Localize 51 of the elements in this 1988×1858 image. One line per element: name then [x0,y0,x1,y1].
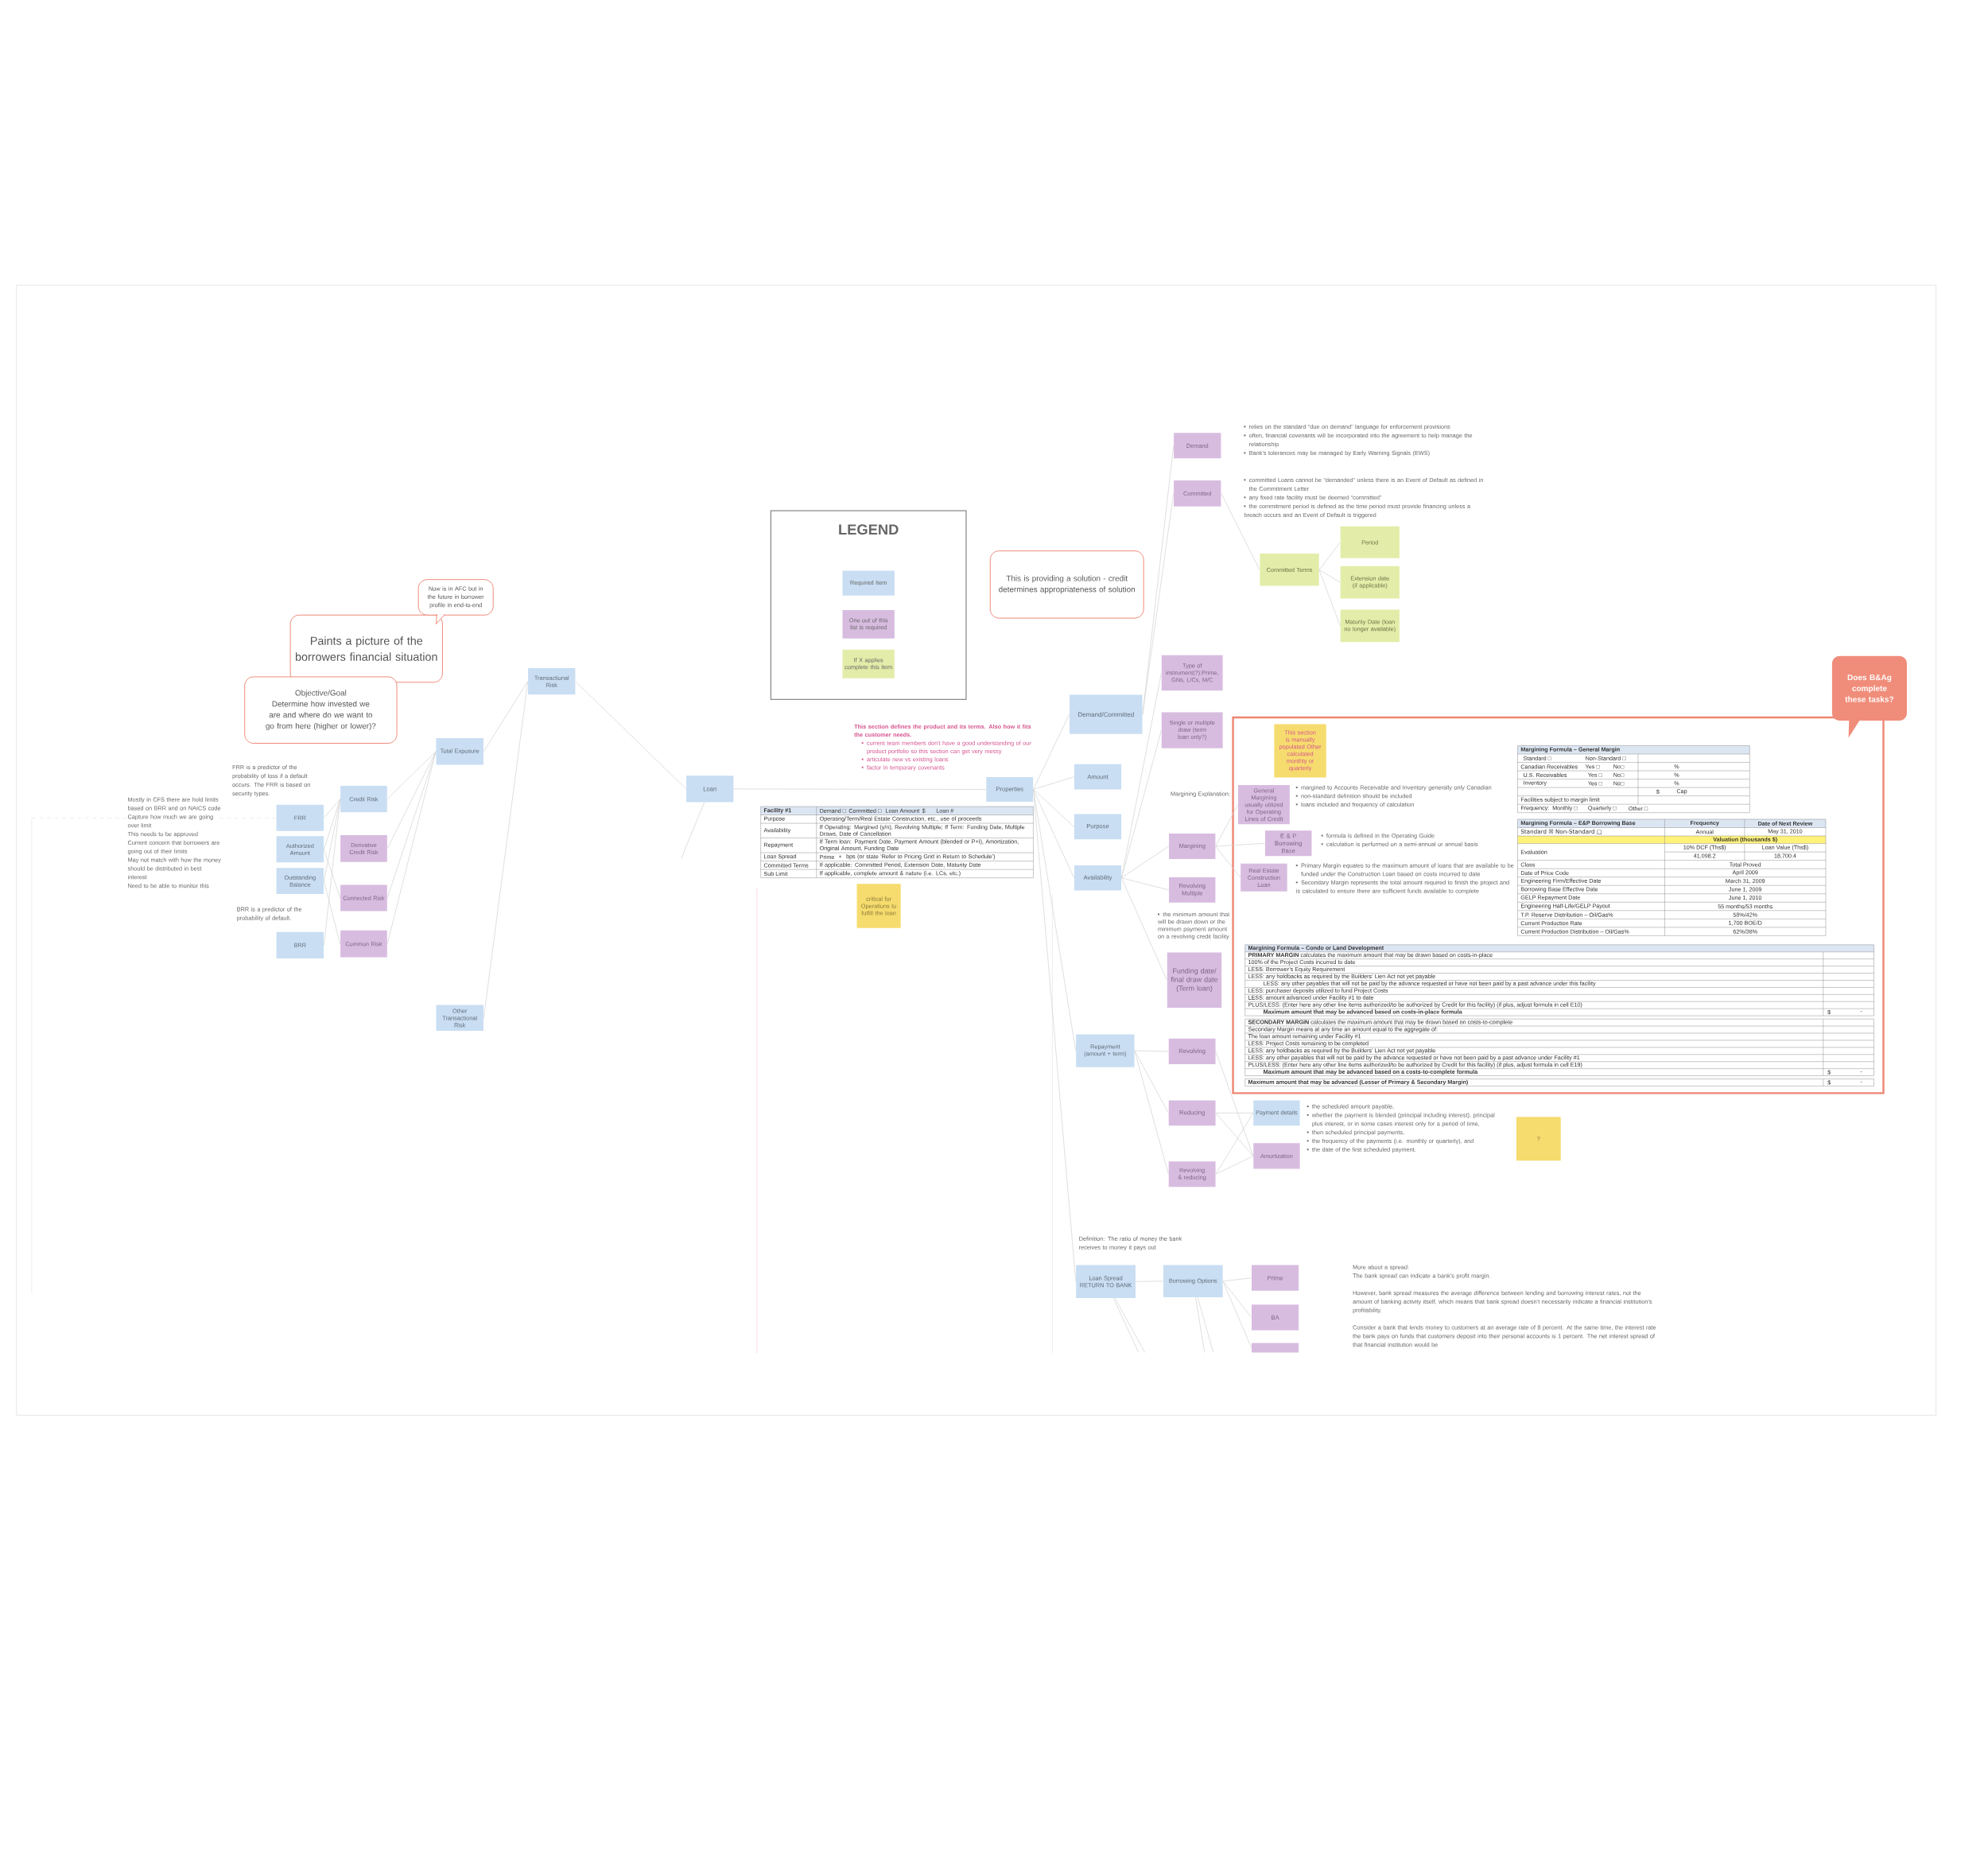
connector-line [1222,1281,1252,1348]
connector-line [1215,843,1265,847]
sticky-note: Funding date/ final draw date (Term loan) [1167,952,1222,1009]
connector-line [1318,542,1341,570]
connector-line [386,751,437,849]
highlight-frame [1232,716,1885,1094]
callout-bubble: This is providing a solution - credit determines appropriateness of solution [989,550,1144,619]
connector-line [1112,1297,1140,1353]
connector-line [324,799,341,850]
connector-line [1033,789,1074,879]
callout-bubble: Paints a picture of the borrowers financial situation [289,614,443,683]
connector-line [1195,1297,1206,1353]
connector-line [1121,729,1162,879]
connector-line [324,799,341,818]
connector-line [1114,1297,1146,1353]
connector-line [1215,1051,1254,1156]
connector-line [1197,1297,1214,1353]
connector-line [1215,804,1238,847]
connector-line [575,681,687,790]
connector-line [1215,1113,1254,1175]
connector-line [1222,1281,1252,1318]
legend-title: LEGEND [839,524,899,535]
connector-line [386,751,437,945]
connector-line [324,880,341,945]
connector-line [1222,1277,1252,1282]
connector-line [1134,1050,1169,1114]
connector-line [1134,1050,1169,1175]
connector-line [1142,493,1175,715]
callout-bubble: Objective/Goal Determine how invested we are and where do we want to go from here (higher or lower)? [244,676,398,744]
connector-line [1033,776,1074,790]
connector-line [1033,789,1074,827]
connector-line [1318,569,1341,627]
speech-bubble: Does B&Ag complete these tasks? [1831,655,1907,738]
connector-line [386,751,437,800]
connector-line [1121,877,1170,891]
connector-line [1215,1156,1254,1175]
connector-line [324,849,341,899]
connector-line [324,799,341,946]
connector-line [1121,845,1170,879]
connector-line [1318,569,1341,583]
connector-line [1215,1113,1254,1156]
connector-line [681,802,705,859]
sticky-note [1252,1343,1299,1353]
connector-line [483,681,529,1019]
connector-line [483,681,529,752]
connector-line [1033,789,1077,1282]
connector-line [1221,493,1260,570]
connector-line [1215,845,1241,878]
connector-line [1033,789,1077,1051]
connector-line [1033,713,1070,790]
connector-line [1121,877,1167,981]
